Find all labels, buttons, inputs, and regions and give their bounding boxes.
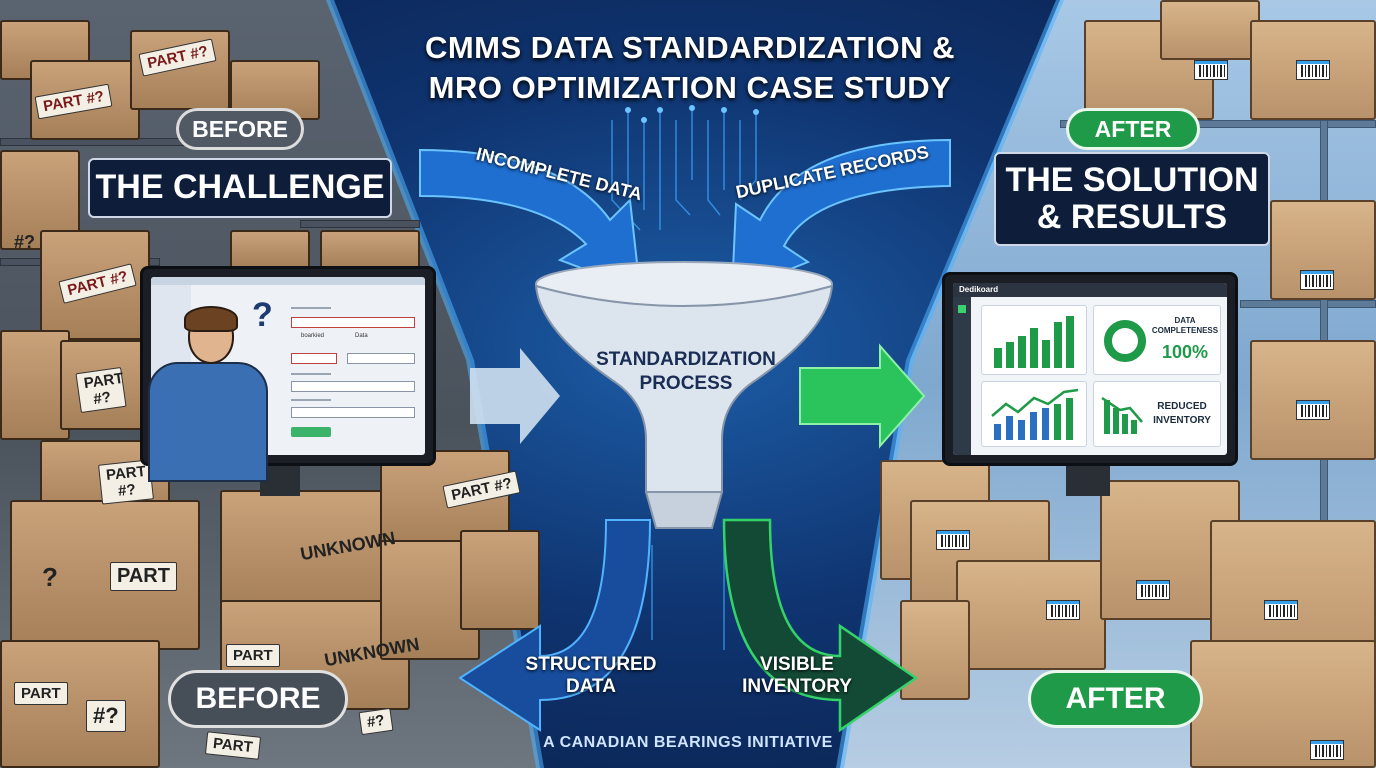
funnel-spout [644,491,724,529]
barcode-icon [1046,600,1080,620]
funnel-body [534,284,834,493]
barcode-icon [1300,270,1334,290]
cardboard-box [0,330,70,440]
labeled-box [1190,640,1376,768]
barcode-icon [1264,600,1298,620]
cardboard-box [230,230,310,270]
barcode-icon [936,530,970,550]
structured-data-line1: STRUCTURED [525,654,657,675]
funnel-label: STANDARDIZATION PROCESS [568,348,804,396]
dashboard-monitor: Dedikoard DA [942,272,1238,466]
cardboard-box [130,30,230,110]
barcode-icon [1310,740,1344,760]
solution-heading-line2: & RESULTS [1036,198,1228,236]
after-bottom-badge: AFTER [1028,670,1203,728]
kpi-label: DATA COMPLETENESS [1150,316,1220,337]
structured-data-line2: DATA [566,675,616,697]
form-heading-line [291,399,331,401]
bar-chart-card [981,305,1087,375]
form-heading-line [291,307,331,309]
dashboard-title: Dedikoard [959,285,999,294]
solution-heading: THE SOLUTION & RESULTS [994,152,1270,246]
page-title: CMMS DATA STANDARDIZATION & MRO OPTIMIZA… [380,28,1000,109]
dashboard-topbar [953,283,1227,297]
funnel-label-line1: STANDARDIZATION [596,349,776,370]
barcode-icon [1194,60,1228,80]
challenge-heading: THE CHALLENGE [88,158,392,218]
completeness-card: DATA COMPLETENESS 100% [1093,305,1221,375]
form-label: boarkied [301,333,325,339]
box-label: PART [14,682,68,705]
form-field[interactable] [291,317,415,328]
solution-heading-line1: THE SOLUTION [1005,160,1259,199]
before-badge: BEFORE [176,108,304,150]
before-bottom-badge: BEFORE [168,670,348,728]
visible-inventory-label: VISIBLE INVENTORY [722,654,872,698]
page-title-line2: MRO OPTIMIZATION CASE STUDY [428,70,952,106]
form-field[interactable] [291,407,415,418]
form-field[interactable] [347,353,415,364]
initiative-footer: A CANADIAN BEARINGS INITIATIVE [543,734,833,751]
structured-data-arrow [458,519,652,732]
kpi-value: 100% [1161,342,1209,362]
form-label: Data [355,333,368,339]
bar-chart-icon [994,316,1074,368]
cardboard-box [460,530,540,630]
visible-inventory-arrow [722,518,919,733]
dashboard-sidebar [953,297,971,455]
box-label: PART [110,562,177,591]
shelf-rail [300,220,420,228]
form-heading-line [291,373,331,375]
duplicate-records-arrow [730,138,951,294]
after-badge: AFTER [1066,108,1200,150]
dashboard-screen: Dedikoard DA [953,283,1227,455]
reduced-inventory-label: REDUCED INVENTORY [1144,400,1220,428]
form-field[interactable] [291,353,337,364]
confused-worker [148,362,268,482]
labeled-box [956,560,1106,670]
reduced-inventory-line2: INVENTORY [1153,415,1211,426]
form-submit-button[interactable] [291,427,331,437]
funnel-label-line2: PROCESS [639,372,733,394]
home-icon[interactable] [958,305,966,313]
funnel-to-after-arrow [799,343,926,449]
box-label: PART [226,644,280,667]
form-field[interactable] [291,381,415,392]
reduced-inventory-card: REDUCED INVENTORY [1093,381,1221,447]
barcode-icon [1136,580,1170,600]
trend-chart-icon [991,388,1079,440]
trend-chart-card [981,381,1087,447]
box-label: ? [42,562,58,592]
box-label: #? [86,700,126,732]
kpi-label-line1: DATA [1174,316,1196,325]
structured-data-label: STRUCTURED DATA [516,654,666,698]
kpi-label-line2: COMPLETENESS [1151,326,1219,336]
page-title-line1: CMMS DATA STANDARDIZATION & [424,30,956,65]
declining-bars-icon [1101,396,1143,434]
cardboard-box [220,490,390,610]
visible-inventory-line2: INVENTORY [742,675,852,697]
question-mark-icon: ? [252,296,273,334]
monitor-stand [1066,466,1110,496]
box-label: #? [14,232,36,252]
barcode-icon [1296,60,1330,80]
reduced-inventory-line1: REDUCED [1157,401,1207,412]
worker-hair [184,306,238,332]
labeled-box [900,600,970,700]
legacy-topbar [151,277,425,285]
visible-inventory-line1: VISIBLE [760,654,834,675]
barcode-icon [1296,400,1330,420]
donut-chart-icon [1104,320,1146,362]
before-to-funnel-arrow [470,348,560,444]
